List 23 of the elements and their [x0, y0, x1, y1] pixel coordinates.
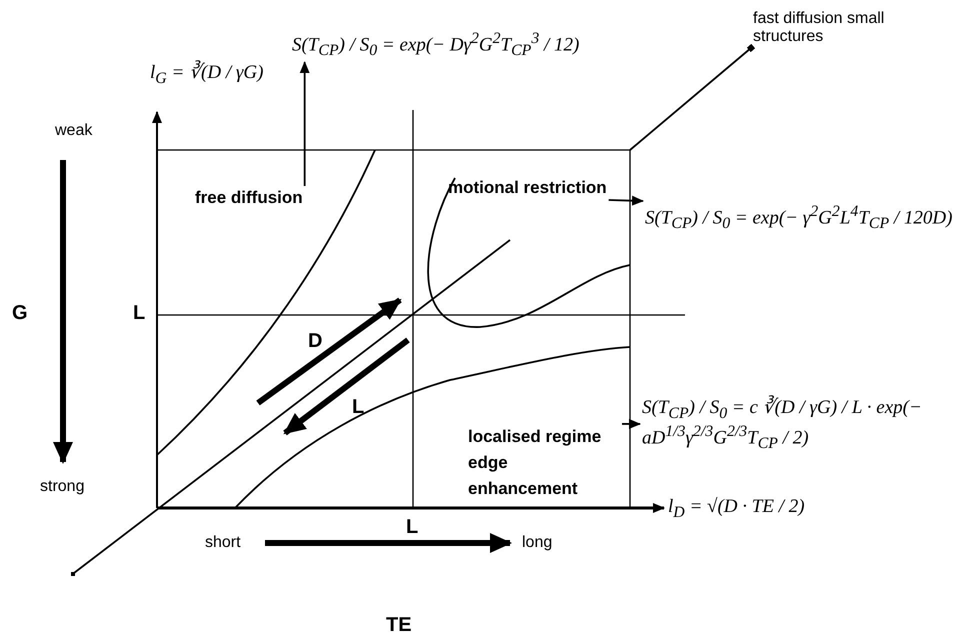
axis-label: G: [12, 302, 28, 325]
axis-end-label: weak: [55, 122, 92, 140]
tick-label: L: [133, 302, 146, 325]
region-label: motional restriction: [448, 178, 607, 198]
axis-end-label: long: [522, 534, 552, 552]
tick-label: L: [406, 516, 418, 539]
axis-label: l$_{G}$ = ∛(D / γG): [150, 60, 264, 88]
arrow-label: D: [308, 330, 322, 353]
formula: S(T$_{CP}$) / S$_{0}$ = exp(− γ$^{2}$G$^{2}$L$^{4}$T$_{CP}$ / 120D): [645, 203, 952, 234]
arrow-label: L: [352, 396, 364, 419]
leader-line: [629, 44, 756, 151]
formula: S(T$_{CP}$) / S$_{0}$ = exp(− Dγ$^{2}$G$^{2}$T$_{CP}$$^{3}$ / 12): [292, 30, 580, 60]
axis-label: TE: [386, 614, 412, 637]
formula: S(T$_{CP}$) / S$_{0}$ = c ∛(D / γG) / L · exp(− aD$^{1/3}$γ$^{2/3}$G$^{2/3}$T$_{CP}$ / 2): [642, 395, 942, 453]
region-label: localised regime edge enhancement: [468, 424, 620, 502]
leader-line: [622, 418, 641, 429]
axis-end-label: strong: [40, 478, 84, 496]
axis-label: l$_{D}$ = √(D · TE / 2): [668, 496, 805, 522]
leader-line: [300, 61, 310, 186]
axis-end-label: short: [205, 534, 241, 552]
leader-line: [608, 196, 644, 206]
region-label: free diffusion: [195, 188, 303, 208]
annotation: fast diffusion small structures: [753, 10, 928, 46]
